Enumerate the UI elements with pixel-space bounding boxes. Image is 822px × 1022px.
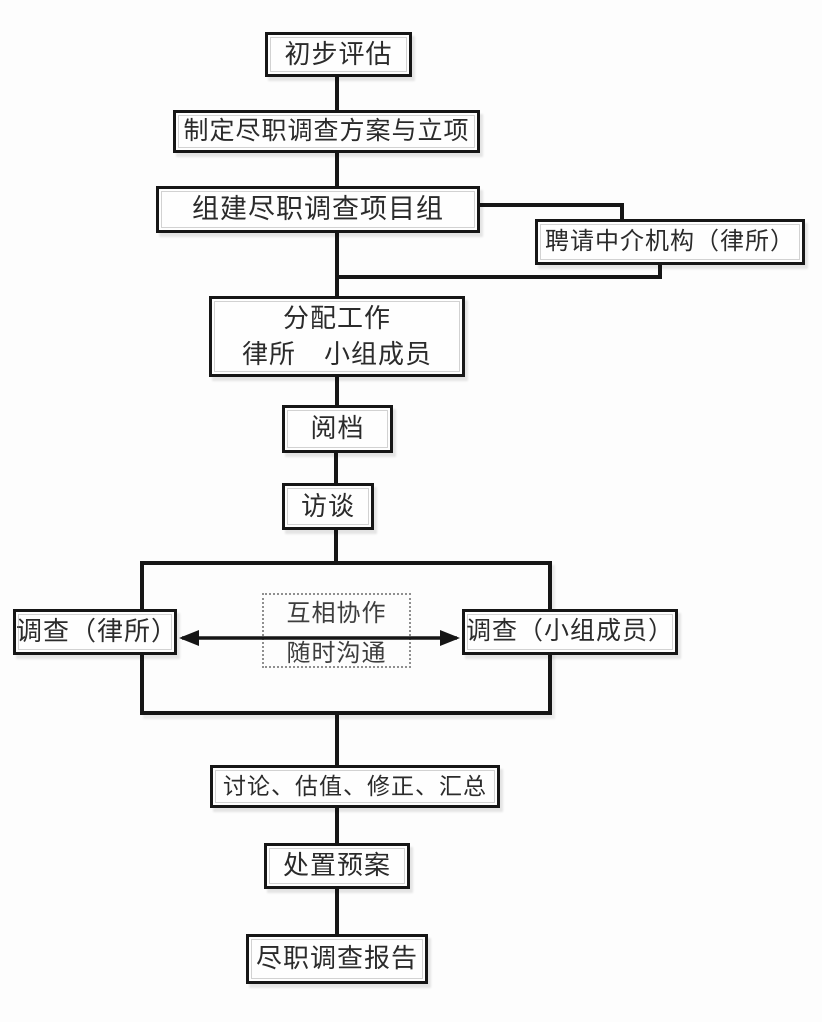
node-interviews: 访谈 bbox=[282, 483, 374, 530]
node-hire-intermediary: 聘请中介机构（律所） bbox=[535, 219, 805, 265]
assign-work-right-role: 小组成员 bbox=[323, 339, 432, 369]
node-discuss-summarize: 讨论、估值、修正、汇总 bbox=[210, 765, 500, 808]
node-plan-and-approval: 制定尽职调查方案与立项 bbox=[173, 110, 480, 153]
collaboration-note-line2: 随时沟通 bbox=[286, 641, 387, 667]
collaboration-note-line1: 互相协作 bbox=[286, 601, 387, 627]
node-form-team: 组建尽职调查项目组 bbox=[156, 186, 480, 233]
node-dd-report: 尽职调查报告 bbox=[246, 934, 428, 984]
collaboration-note: 互相协作 随时沟通 bbox=[262, 593, 411, 668]
node-investigate-law-firm: 调查（律所） bbox=[13, 609, 177, 655]
assign-work-title: 分配工作 bbox=[282, 304, 391, 334]
node-assign-work: 分配工作 律所 小组成员 bbox=[209, 296, 465, 377]
node-investigate-team: 调查（小组成员） bbox=[462, 609, 678, 655]
node-initial-assessment: 初步评估 bbox=[265, 32, 412, 77]
connector-hire-to-assign bbox=[336, 263, 662, 279]
assign-work-left-role: 律所 bbox=[242, 339, 297, 369]
node-read-files: 阅档 bbox=[282, 405, 393, 453]
node-disposal-plan: 处置预案 bbox=[264, 843, 410, 889]
assign-work-roles: 律所 小组成员 bbox=[212, 339, 462, 370]
